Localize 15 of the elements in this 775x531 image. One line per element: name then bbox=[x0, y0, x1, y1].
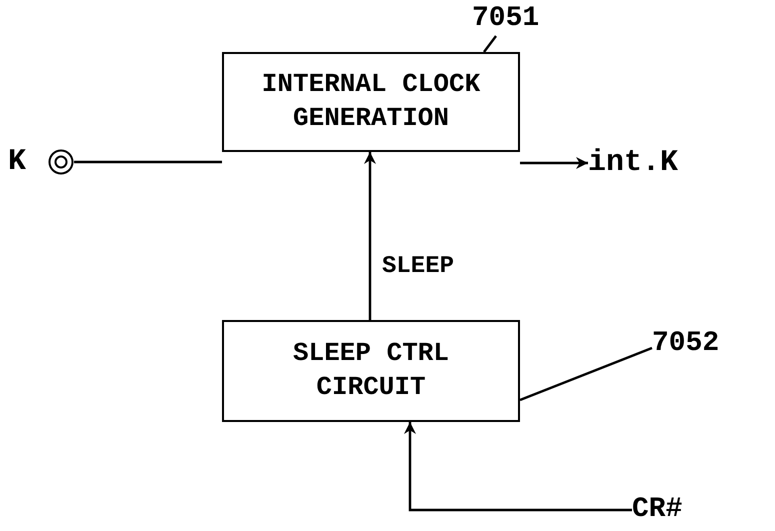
block-label: SLEEP CTRL CIRCUIT bbox=[292, 337, 450, 404]
block-box bbox=[222, 320, 520, 422]
block-label: INTERNAL CLOCK GENERATION bbox=[260, 68, 482, 135]
terminal-label: K bbox=[8, 146, 26, 178]
signal-line bbox=[364, 152, 376, 320]
callout-number: 7052 bbox=[652, 328, 720, 360]
signal-name: int.K bbox=[588, 146, 678, 180]
block-box bbox=[222, 52, 520, 152]
signal-line bbox=[520, 157, 588, 169]
leader-line bbox=[520, 346, 652, 402]
callout-number: 7051 bbox=[472, 4, 540, 34]
signal-line bbox=[404, 422, 632, 512]
signal-line bbox=[74, 160, 222, 164]
leader-line bbox=[483, 35, 497, 53]
signal-name: CR# bbox=[632, 494, 682, 526]
